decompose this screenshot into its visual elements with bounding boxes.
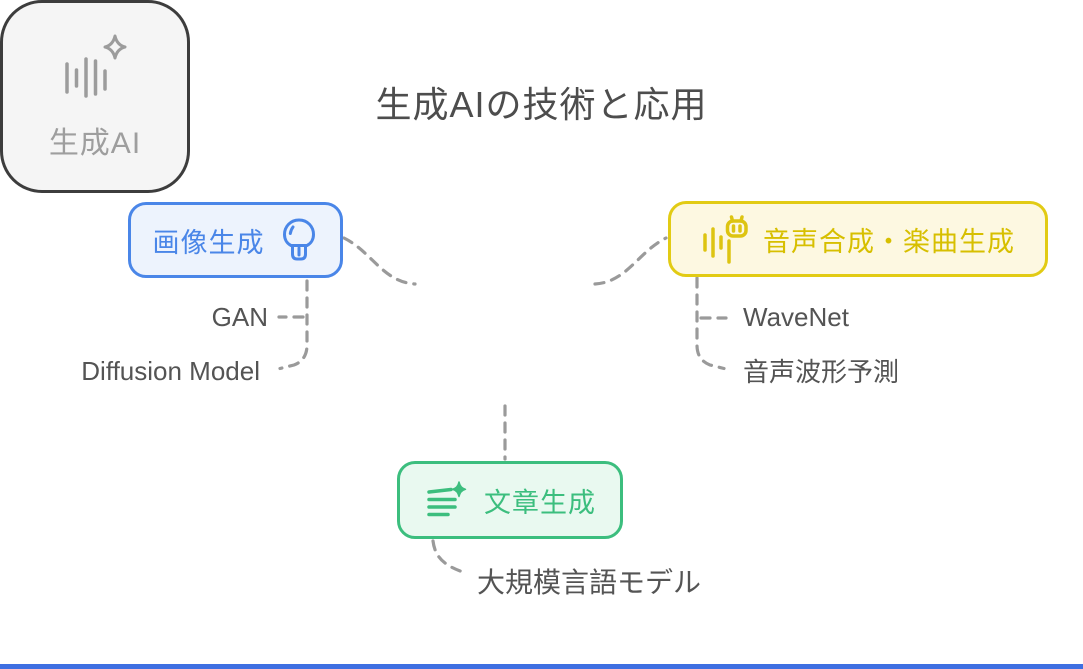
node-text-generation-label: 文章生成 <box>484 487 596 518</box>
node-audio-music-generation-label: 音声合成・楽曲生成 <box>763 226 1015 257</box>
robot-audio-icon <box>703 215 748 264</box>
connector-image-branch <box>278 279 309 371</box>
lightbulb-icon <box>282 218 315 261</box>
ai-soundbars-sparkle-icon <box>65 34 127 98</box>
connector-image-to-center <box>342 236 417 286</box>
sublabel-waveform-prediction: 音声波形予測 <box>743 357 900 387</box>
sublabel-diffusion-model: Diffusion Model <box>81 356 260 386</box>
text-lines-sparkle-icon <box>427 481 467 517</box>
diagram-title: 生成AIの技術と応用 <box>375 84 708 125</box>
sublabel-wavenet: WaveNet <box>743 302 849 332</box>
footer-accent-bar <box>0 664 1083 669</box>
node-image-generation-label: 画像生成 <box>152 227 265 258</box>
connector-audio-branch <box>695 276 726 371</box>
sublabel-gan: GAN <box>211 302 268 332</box>
sublabel-large-language-model: 大規模言語モデル <box>477 567 702 598</box>
node-generative-ai-label: 生成AI <box>48 126 142 160</box>
node-text-generation: 文章生成 <box>397 461 623 539</box>
node-image-generation: 画像生成 <box>128 202 343 278</box>
connector-center-to-audio <box>593 236 668 286</box>
node-generative-ai: 生成AI <box>0 0 190 193</box>
connector-text-branch <box>431 539 468 575</box>
node-audio-music-generation: 音声合成・楽曲生成 <box>668 201 1048 277</box>
